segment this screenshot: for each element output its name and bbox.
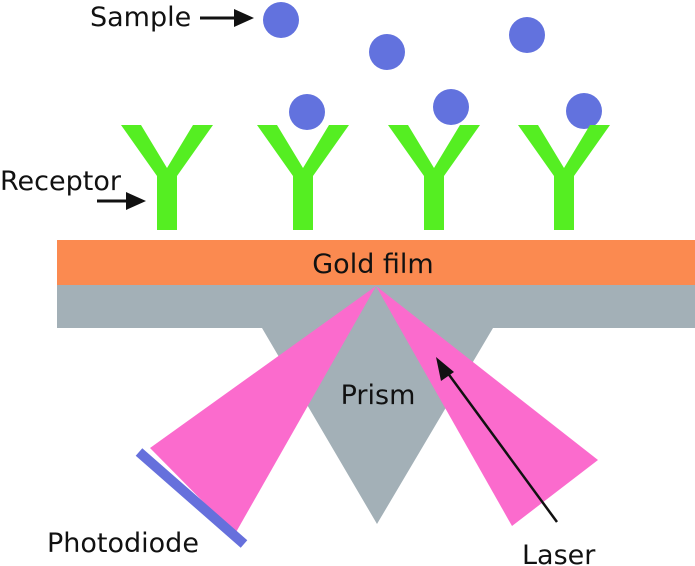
receptor-arrow	[97, 192, 146, 210]
sample-particle	[263, 2, 299, 38]
prism-label: Prism	[341, 380, 416, 411]
photodiode-label: Photodiode	[47, 528, 199, 559]
gold-film	[57, 240, 695, 285]
sample-label: Sample	[90, 2, 191, 33]
receptor-y-shape	[388, 125, 480, 230]
sample-particles	[263, 2, 602, 130]
incident-laser-beam	[376, 286, 598, 526]
laser-label: Laser	[522, 540, 596, 566]
sample-arrow	[200, 9, 254, 27]
receptors	[121, 125, 610, 230]
receptor-label: Receptor	[0, 166, 122, 197]
receptor-y-shape	[121, 125, 213, 230]
receptor-y-shape	[257, 125, 349, 230]
gold-film-label: Gold film	[312, 249, 433, 280]
sample-particle	[566, 93, 602, 129]
receptor-y-shape	[518, 125, 610, 230]
photodiode	[135, 448, 248, 548]
reflected-beam	[150, 286, 376, 534]
laser-arrow	[436, 357, 559, 523]
sample-particle	[289, 94, 325, 130]
sample-particle	[369, 34, 405, 70]
sample-particle	[509, 17, 545, 53]
prism	[57, 284, 695, 524]
sample-particle	[433, 89, 469, 125]
